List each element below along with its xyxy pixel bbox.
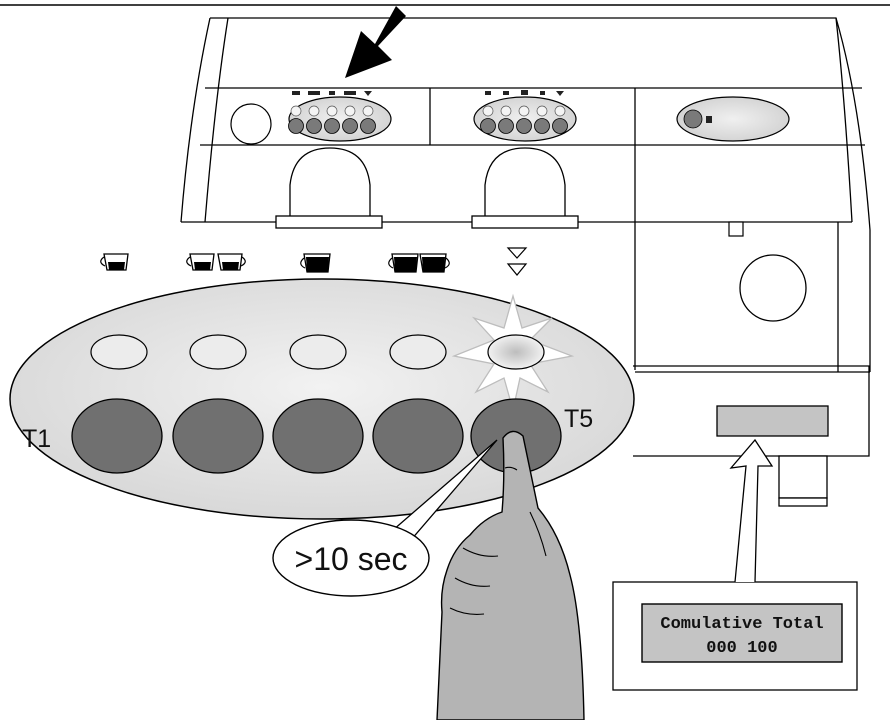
dose-button-t4[interactable] [372,398,464,474]
pointer-arrow [345,6,406,78]
mini-panel-left [288,91,392,142]
display-callout: Comulative Total 000 100 [612,438,858,691]
double-cup-icon [186,253,246,271]
hot-water-icon [506,247,528,276]
single-cup-large-icon [300,253,331,273]
mini-panel-right [473,90,577,142]
single-cup-icon [100,253,129,271]
dose-button-t1[interactable] [71,398,163,474]
hold-duration-label: >10 sec [295,541,408,577]
indicator-light-3 [289,334,347,370]
double-cup-large-icon [388,253,450,273]
label-t5: T5 [564,405,593,433]
steam-valve [728,221,744,237]
dose-button-t3[interactable] [272,398,364,474]
pressing-hand [436,430,585,720]
pressure-gauge [230,103,272,145]
display-screen [641,603,843,663]
group-head-left [275,147,383,229]
mini-panel-steam [676,96,790,142]
duration-bubble [272,519,430,597]
display-line-2: 000 100 [706,639,777,658]
steam-knob [739,254,807,322]
hand-creases [449,466,547,615]
indicator-light-1 [90,334,148,370]
indicator-light-5 [487,334,545,370]
indicator-light-4 [389,334,447,370]
dose-button-t2[interactable] [172,398,264,474]
display-line-1: Comulative Total [660,615,823,634]
label-t1: T1 [22,425,51,453]
group-head-right [471,147,579,229]
display-housing [633,365,870,507]
indicator-light-2 [189,334,247,370]
